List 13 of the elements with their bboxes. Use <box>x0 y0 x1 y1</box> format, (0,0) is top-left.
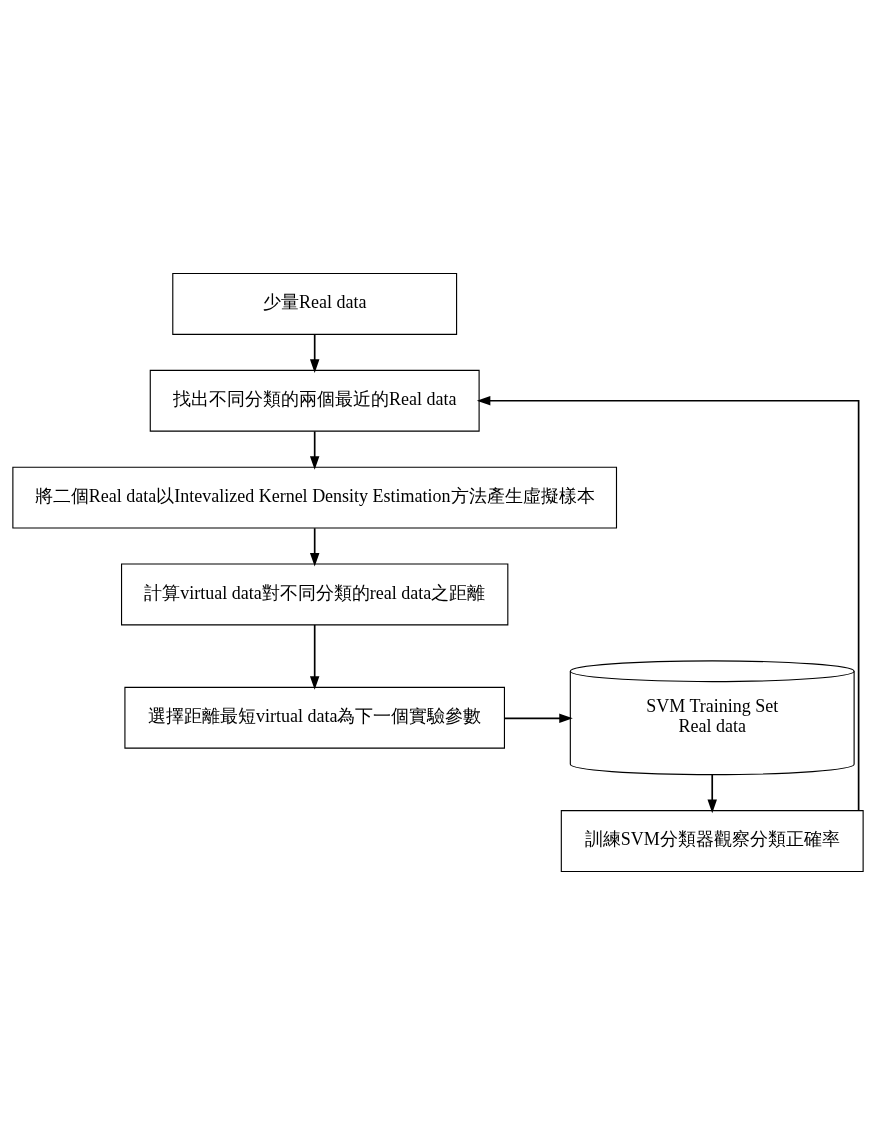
arrow <box>309 624 320 690</box>
node-box: 訓練SVM分類器觀察分類正確率 <box>560 810 864 873</box>
node-box: 少量Real data <box>172 272 458 335</box>
node-box: 將二個Real data以Intevalized Kernel Density Estimation方法產生虛擬樣本 <box>12 466 618 529</box>
arrow <box>309 333 320 373</box>
arrow <box>309 527 320 567</box>
arrow <box>476 396 860 812</box>
node-box: 計算virtual data對不同分類的real data之距離 <box>121 563 509 626</box>
node-box: 找出不同分類的兩個最近的Real data <box>149 369 480 432</box>
arrow <box>503 713 573 724</box>
arrow <box>707 773 717 814</box>
node-box: 選擇距離最短virtual data為下一個實驗參數 <box>124 686 505 749</box>
arrow <box>309 430 320 470</box>
